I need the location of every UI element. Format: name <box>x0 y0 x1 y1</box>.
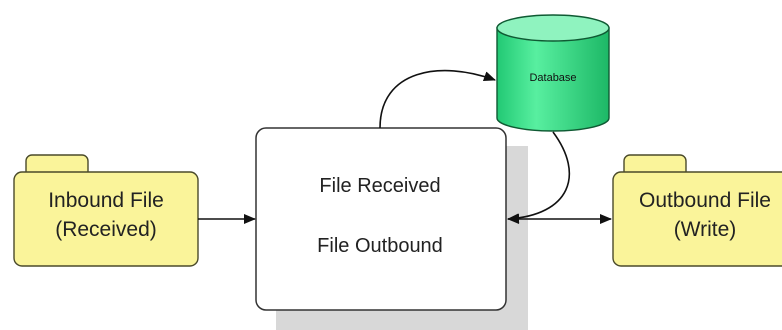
database-top <box>496 14 610 42</box>
database-body <box>496 27 610 132</box>
database-label: Database <box>529 72 577 84</box>
inbound-file-label: Inbound File (Received) <box>14 186 198 244</box>
outbound-folder-body <box>612 171 782 267</box>
inbound-file-line2: (Received) <box>55 218 157 241</box>
process-line-file-received: File Received <box>319 175 441 197</box>
outbound-file-line2: (Write) <box>673 218 737 241</box>
inbound-file-line1: Inbound File <box>48 189 164 212</box>
outbound-folder <box>612 154 782 267</box>
process-box <box>255 127 507 311</box>
connector-process-to-database <box>379 69 496 129</box>
outbound-file-label: Outbound File (Write) <box>613 186 782 244</box>
database-cylinder <box>496 14 610 132</box>
outbound-file-line1: Outbound File <box>639 189 771 212</box>
process-line-file-outbound: File Outbound <box>317 235 443 257</box>
